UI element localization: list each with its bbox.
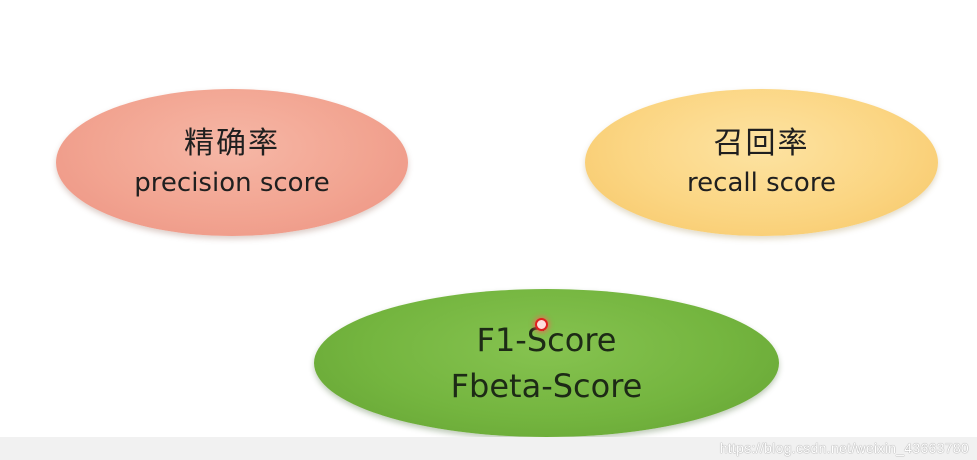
watermark-text: https://blog.csdn.net/weixin_43663780 (719, 440, 969, 456)
recall-en-label: recall score (687, 167, 836, 198)
f-score-node: F1-Score Fbeta-Score (314, 289, 779, 437)
recall-score-node: 召回率 recall score (585, 89, 938, 236)
recall-zh-label: 召回率 (713, 125, 810, 161)
precision-en-label: precision score (134, 167, 330, 198)
pointer-cursor-icon (535, 318, 548, 331)
footer-bar (0, 437, 977, 460)
precision-score-node: 精确率 precision score (56, 89, 408, 236)
precision-zh-label: 精确率 (184, 125, 280, 161)
fbeta-score-label: Fbeta-Score (450, 367, 643, 405)
